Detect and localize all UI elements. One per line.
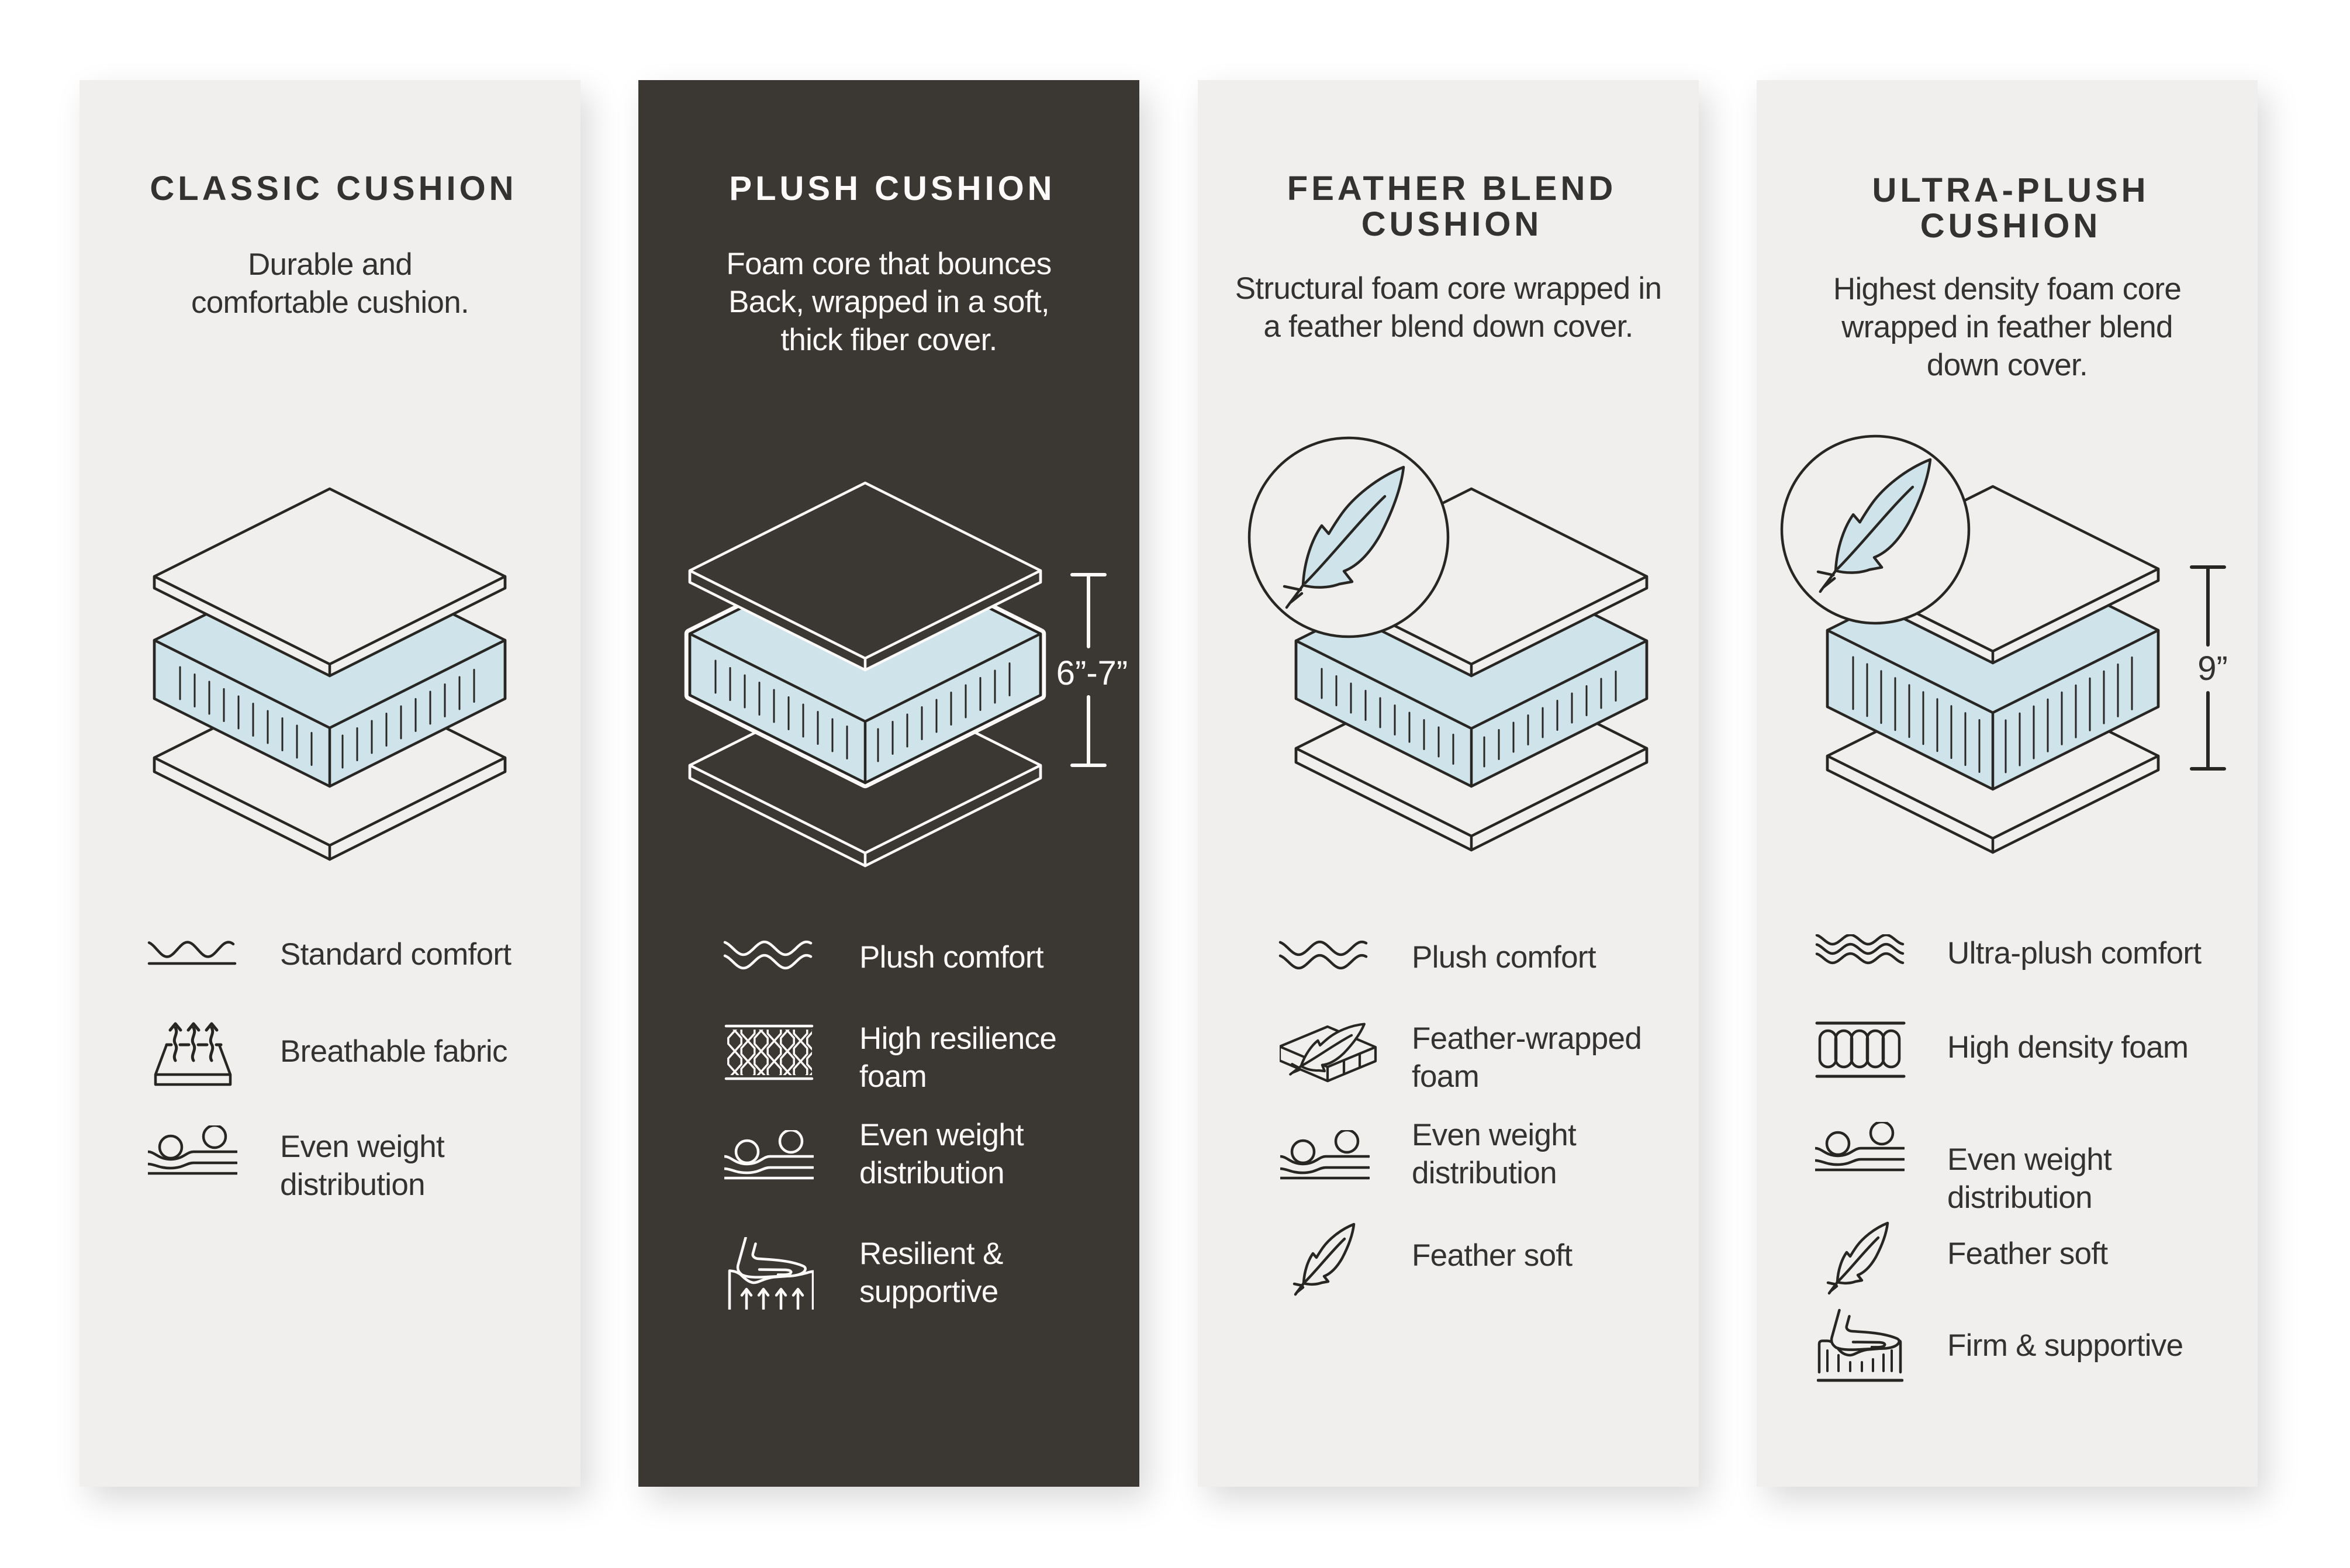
svg-text:6”-7”: 6”-7”	[1056, 654, 1128, 692]
svg-text:9”: 9”	[2197, 650, 2228, 688]
